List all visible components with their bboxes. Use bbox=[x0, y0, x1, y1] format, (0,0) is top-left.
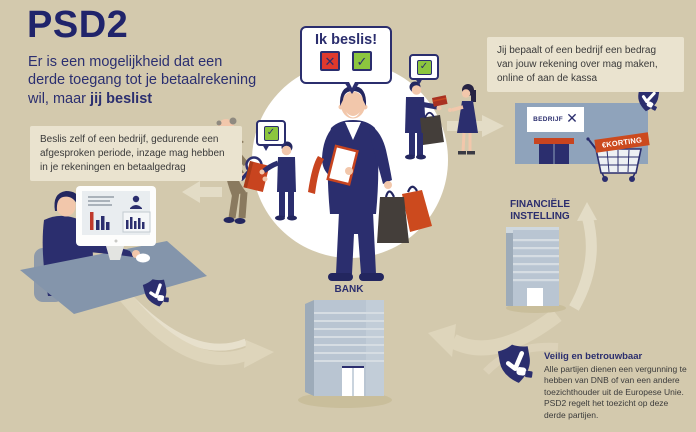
hair bbox=[54, 191, 79, 211]
open-folder bbox=[308, 156, 324, 194]
callout-inzage: Beslis zelf of een bedrijf, gedurende ee… bbox=[30, 126, 242, 182]
curved-arrow-fi-to-bank bbox=[449, 309, 562, 356]
approve-box-icon: ✓ bbox=[263, 125, 279, 141]
gray-hair bbox=[229, 117, 237, 125]
desk bbox=[20, 241, 207, 314]
reject-checkbox-icon: ✕ bbox=[320, 51, 340, 71]
arrowhead-right-icon bbox=[244, 340, 274, 368]
mouse bbox=[136, 253, 150, 263]
approve-box-icon: ✓ bbox=[416, 59, 432, 75]
cashier-figure bbox=[448, 84, 478, 155]
consent-badge-inzage: ✓ bbox=[256, 120, 286, 151]
store-sign: BEDRIJF ✕ bbox=[527, 107, 584, 132]
intro-emphasis: jij beslist bbox=[90, 90, 153, 107]
store-sign-mark: ✕ bbox=[566, 110, 578, 126]
bank-building bbox=[298, 300, 392, 408]
arrowhead-up-icon bbox=[577, 202, 597, 221]
shopping-cart-icon bbox=[586, 137, 642, 182]
bank-label: BANK bbox=[334, 284, 364, 295]
payer-figure bbox=[405, 81, 448, 160]
central-decider-figure bbox=[308, 86, 432, 281]
desk-scene bbox=[20, 186, 207, 314]
curved-arrow-desk-to-bank bbox=[112, 283, 255, 365]
monitor-stand bbox=[106, 246, 124, 260]
trust-body: Alle partijen dienen een vergunning te h… bbox=[544, 364, 687, 420]
financial-institution-building bbox=[506, 227, 566, 313]
monitor bbox=[76, 186, 156, 246]
user-icon bbox=[132, 195, 140, 203]
monitor-chart bbox=[88, 195, 151, 233]
approve-checkbox-icon: ✓ bbox=[352, 51, 372, 71]
consent-giver-figure bbox=[243, 141, 297, 221]
intro-text: Er is een mogelijkheid dat een derde toe… bbox=[28, 54, 257, 107]
arrow-left-icon bbox=[182, 181, 222, 203]
store-awning bbox=[534, 138, 574, 144]
smile bbox=[346, 112, 360, 118]
background-swooshes bbox=[109, 115, 597, 375]
shopping-bag bbox=[420, 115, 444, 145]
consent-badge-betaling: ✓ bbox=[409, 54, 439, 85]
trust-heading: Veilig en betrouwbaar bbox=[544, 351, 643, 362]
page-title: PSD2 bbox=[27, 4, 129, 46]
arrowhead-left-icon bbox=[428, 324, 456, 357]
financial-institution-label: FINANCIËLE INSTELLING bbox=[510, 199, 570, 222]
decision-speech-bubble: Ik beslis! ✕ ✓ bbox=[300, 26, 392, 94]
building-door bbox=[527, 288, 543, 306]
callout-betaling: Jij bepaalt of een bedrijf een bedrag va… bbox=[487, 37, 684, 93]
shopping-bags bbox=[377, 185, 432, 243]
bank-card bbox=[432, 95, 448, 107]
curved-arrow-up-fi bbox=[569, 214, 597, 311]
decision-text: Ik beslis! bbox=[314, 32, 378, 48]
store-sign-text: BEDRIJF bbox=[533, 116, 564, 123]
